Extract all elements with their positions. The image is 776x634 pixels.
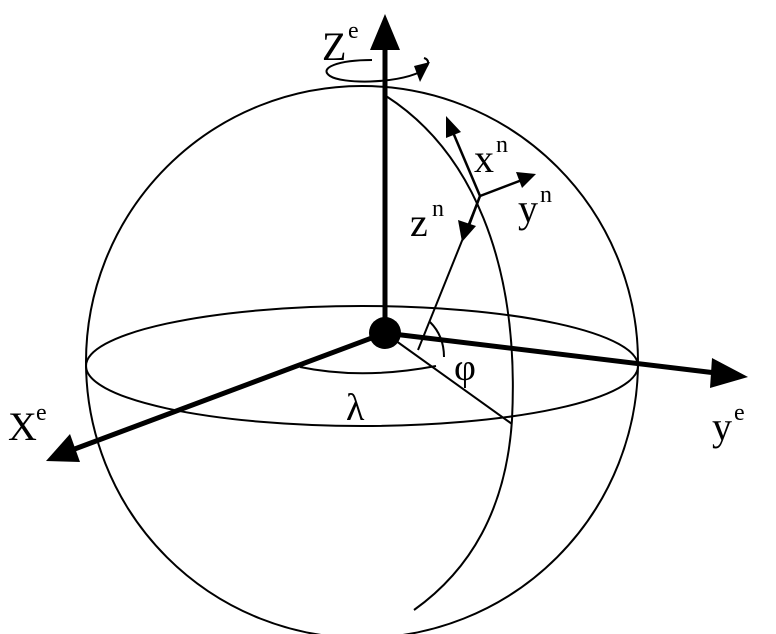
ze-label: Z e: [322, 18, 359, 69]
yn-axis-arrowhead: [516, 172, 536, 188]
zn-label: z n: [410, 196, 444, 245]
zn-axis-arrowhead: [458, 220, 476, 242]
xn-label: x n: [474, 132, 508, 181]
ye-label: y e: [712, 400, 745, 449]
svg-text:n: n: [540, 182, 552, 208]
ye-axis-arrowhead: [710, 358, 748, 388]
svg-text:n: n: [496, 132, 508, 158]
xe-label: X e: [8, 400, 47, 449]
svg-text:e: e: [348, 18, 359, 44]
ze-axis-arrowhead: [370, 14, 400, 50]
svg-text:X: X: [8, 404, 37, 449]
xe-axis-arrowhead: [46, 434, 80, 462]
zn-axis: [466, 195, 482, 229]
equator-projection-line: [384, 332, 513, 425]
yn-axis: [479, 178, 523, 198]
svg-text:e: e: [734, 400, 745, 426]
latitude-label: φ: [454, 347, 476, 389]
xn-axis: [450, 129, 482, 197]
svg-text:x: x: [474, 136, 494, 181]
svg-text:z: z: [410, 200, 428, 245]
yn-label: y n: [518, 182, 552, 231]
xe-axis: [71, 330, 386, 453]
longitude-arc: [299, 365, 437, 375]
meridian-arc: [385, 95, 514, 611]
rotation-arrow-head: [414, 62, 430, 82]
svg-text:y: y: [712, 404, 732, 449]
svg-text:Z: Z: [322, 24, 346, 69]
longitude-label: λ: [346, 387, 365, 429]
svg-text:y: y: [518, 186, 538, 231]
svg-text:e: e: [36, 400, 47, 426]
svg-text:n: n: [432, 196, 444, 222]
xn-axis-arrowhead: [446, 116, 461, 138]
latitude-arc: [429, 321, 445, 358]
earth-sphere: [85, 85, 639, 634]
